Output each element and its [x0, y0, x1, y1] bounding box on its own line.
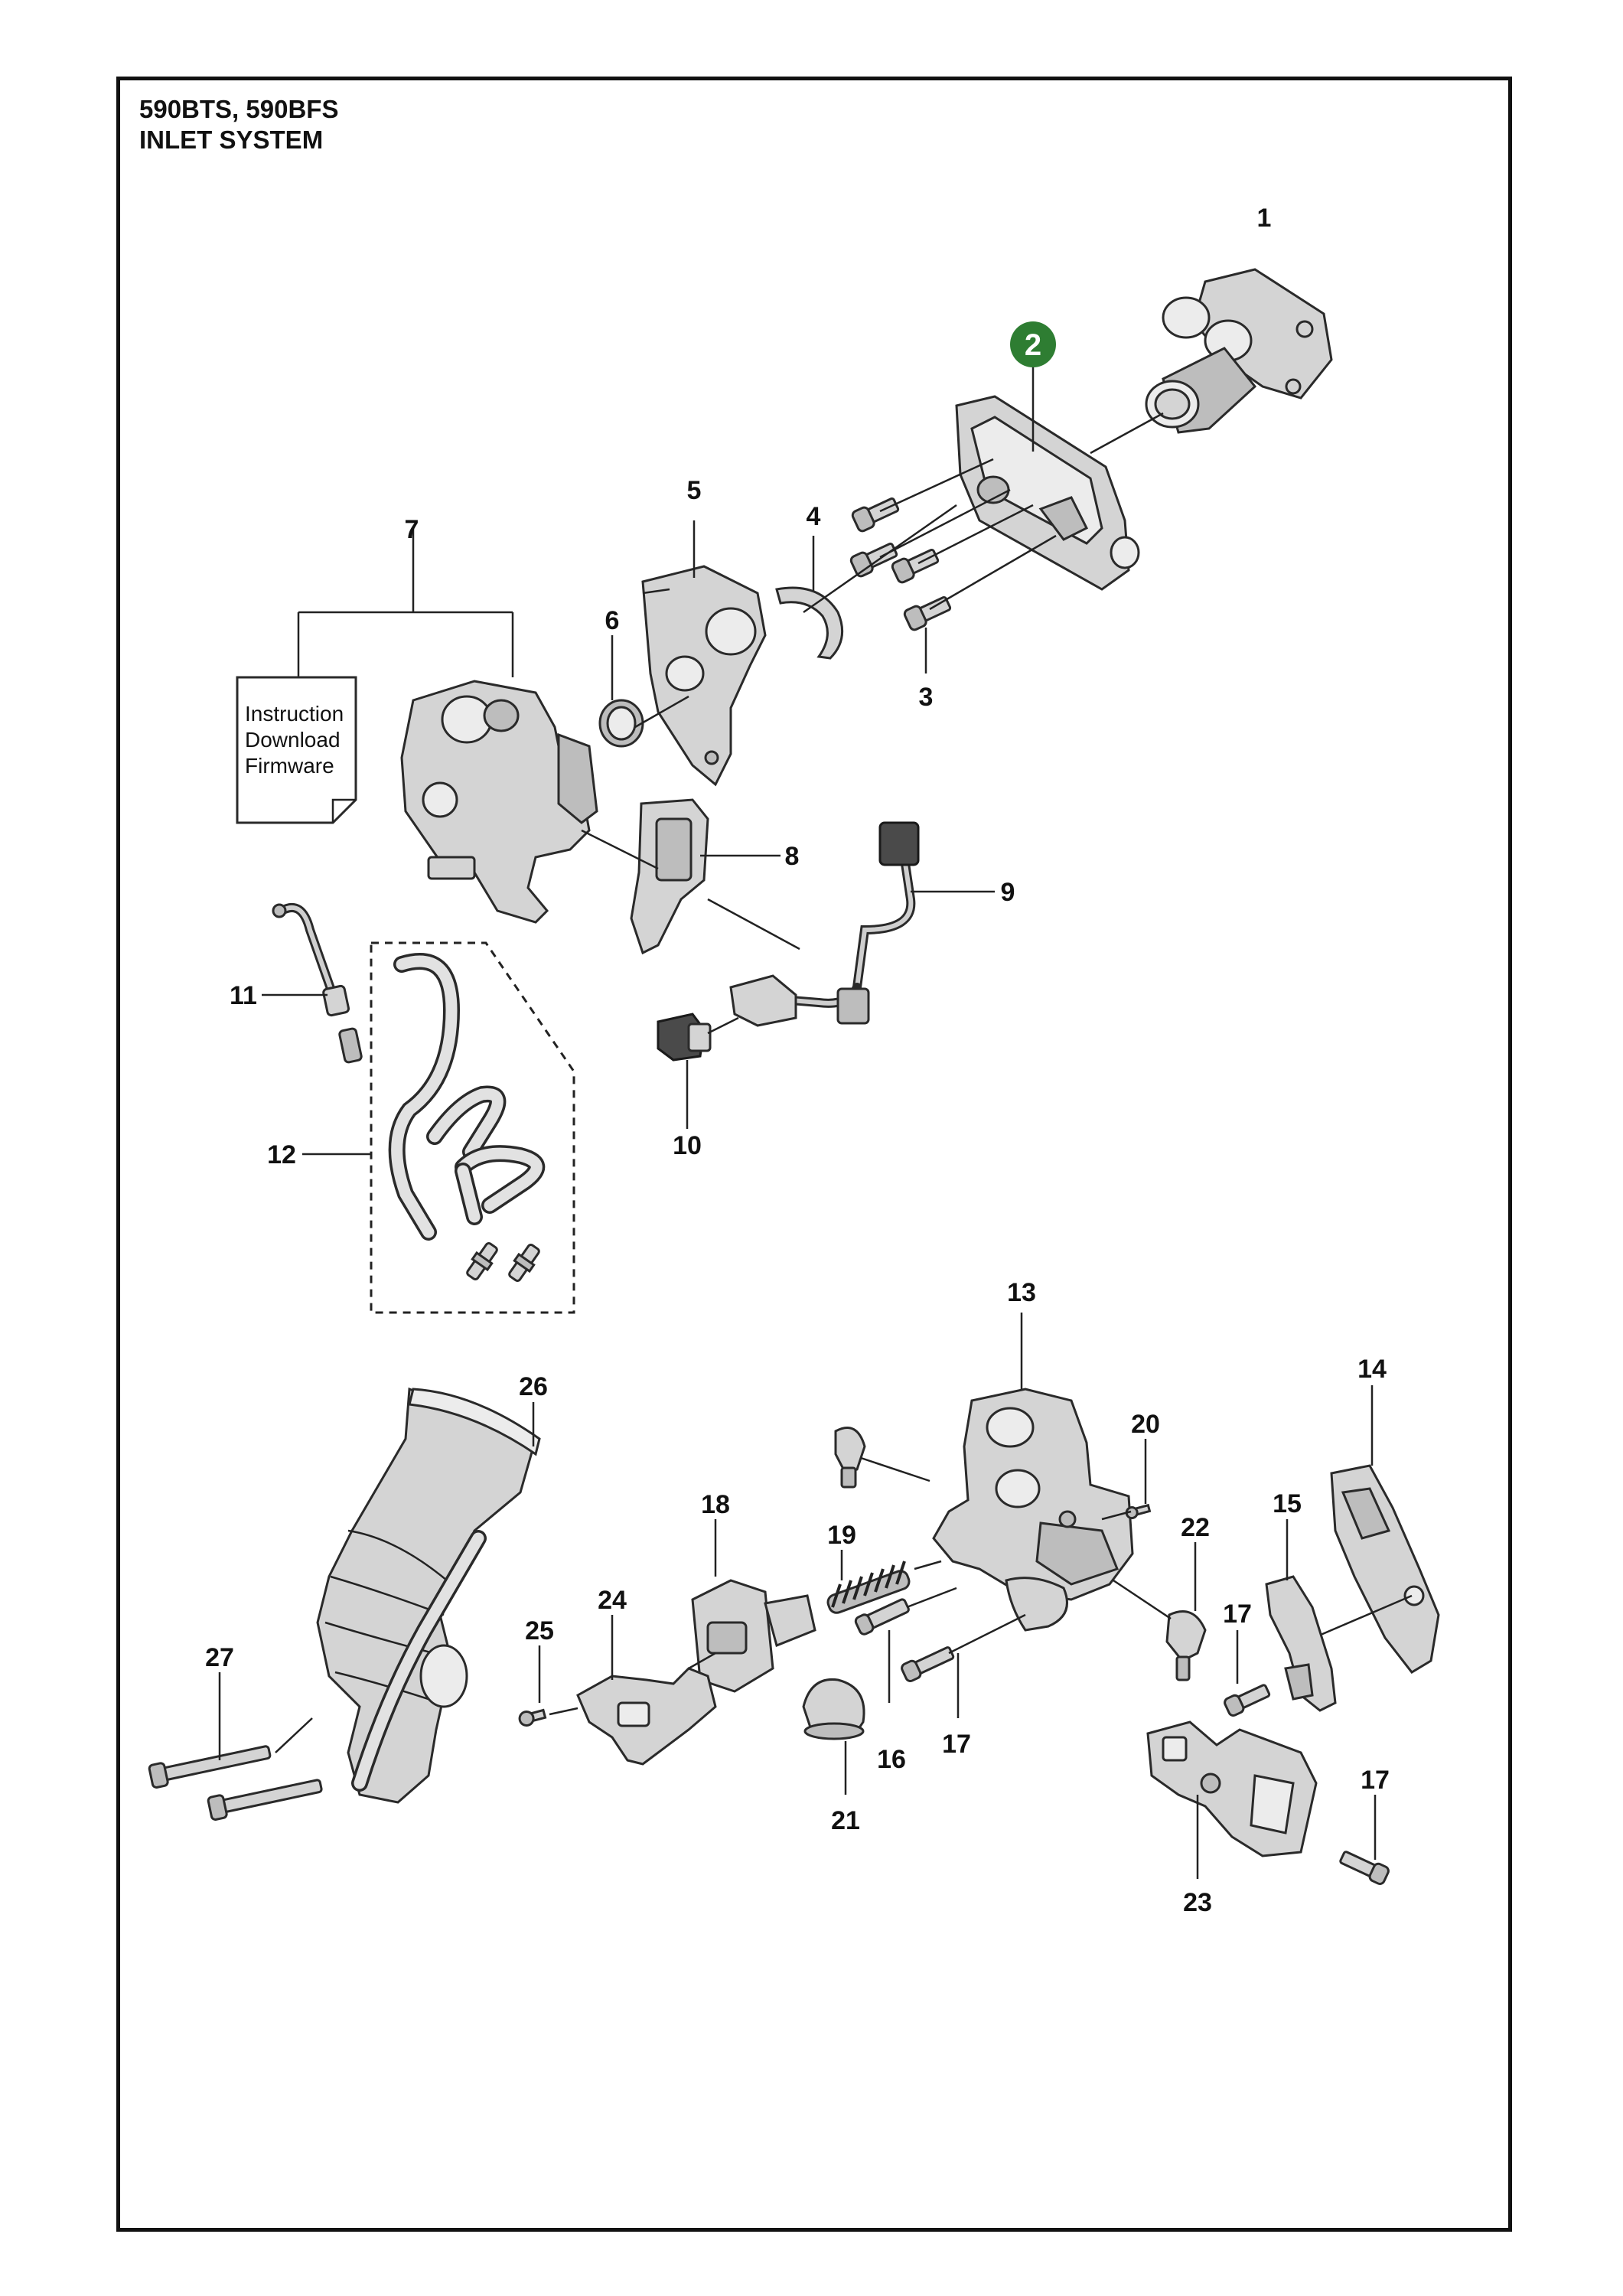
part-3-screws[interactable] [849, 494, 952, 631]
part-27-bolts[interactable] [148, 1740, 323, 1821]
model-title: 590BTS, 590BFS [139, 95, 339, 123]
part-12-hose-kit[interactable] [370, 941, 575, 1314]
callout-25: 25 [525, 1616, 554, 1645]
part-24-trigger-lever[interactable] [576, 1667, 717, 1766]
callout-2-highlighted[interactable]: 2 [1010, 321, 1056, 367]
callout-3: 3 [919, 683, 934, 712]
leader-line [1113, 1579, 1172, 1620]
callout-15: 15 [1273, 1489, 1302, 1518]
part-17-screw[interactable] [1224, 1681, 1272, 1717]
callout-18: 18 [701, 1490, 730, 1519]
callout-13: 13 [1007, 1278, 1036, 1307]
callout-14: 14 [1357, 1355, 1387, 1384]
leader-line [879, 458, 994, 513]
leader-line [1101, 1510, 1132, 1521]
leader-line [917, 504, 1034, 565]
callout-2: 2 [1025, 328, 1041, 362]
callout-17: 17 [942, 1730, 971, 1759]
callout-10: 10 [673, 1131, 702, 1160]
part-19-spring[interactable] [826, 1561, 911, 1615]
part-14-side-bracket[interactable] [1330, 1464, 1440, 1674]
part-1-intake-manifold[interactable] [1145, 268, 1333, 434]
leader-line [914, 1560, 942, 1570]
leader-line [581, 829, 659, 870]
part-18-throttle-trigger[interactable] [691, 1579, 816, 1693]
part-9-wiring-harness[interactable] [729, 821, 920, 1027]
callout-17: 17 [1361, 1766, 1390, 1795]
callout-12: 12 [267, 1140, 296, 1169]
callout-7: 7 [405, 515, 419, 544]
part-26-inlet-boot[interactable] [316, 1387, 541, 1804]
part-5-carburetor-bracket[interactable] [641, 565, 767, 787]
callout-11: 11 [230, 981, 257, 1010]
callout-19: 19 [827, 1521, 856, 1550]
leader-line [707, 898, 800, 951]
callout-1: 1 [1257, 204, 1272, 233]
leader-line [860, 1456, 930, 1482]
highlight-badge [1010, 321, 1056, 367]
note-line-firmware: Firmware [245, 754, 334, 778]
part-8-solenoid-bracket[interactable] [630, 798, 709, 955]
part-11-sensor[interactable] [272, 902, 363, 1064]
part-10-connector[interactable] [657, 1013, 712, 1062]
leader-line [1090, 412, 1164, 455]
leader-line [1304, 1594, 1413, 1643]
part-2-filter-base[interactable] [955, 395, 1140, 591]
callout-22: 22 [1181, 1513, 1210, 1542]
callout-23: 23 [1183, 1888, 1212, 1917]
part-23-bracket[interactable] [1146, 1720, 1318, 1857]
callout-5: 5 [687, 476, 702, 505]
part-22-clip[interactable] [1165, 1610, 1207, 1681]
leader-line [549, 1707, 578, 1716]
note-line-download: Download [245, 728, 341, 752]
callout-6: 6 [605, 606, 620, 635]
leader-line [634, 695, 689, 729]
leader-line [879, 488, 1011, 559]
leader-line [688, 1652, 716, 1670]
part-17-screw[interactable] [901, 1644, 956, 1683]
callout-26: 26 [519, 1372, 548, 1401]
leader-line [803, 504, 957, 614]
part-16-pin[interactable] [854, 1596, 911, 1636]
part-20-screw[interactable] [1125, 1503, 1152, 1520]
callout-9: 9 [1001, 878, 1015, 907]
part-plug[interactable] [834, 1427, 866, 1489]
leader-line [929, 534, 1057, 611]
part-6-o-ring[interactable] [598, 699, 644, 748]
part-4-clip[interactable] [775, 586, 844, 660]
firmware-instruction-note[interactable]: Instruction Download Firmware [236, 676, 357, 824]
section-title: INLET SYSTEM [139, 126, 324, 154]
callout-8: 8 [785, 842, 800, 871]
leader-line [948, 1613, 1026, 1655]
callout-27: 27 [205, 1643, 234, 1672]
part-25-screw[interactable] [518, 1707, 547, 1727]
leader-line [707, 1016, 739, 1035]
leader-line [642, 588, 670, 595]
part-15-switch-plate[interactable] [1265, 1575, 1337, 1712]
callout-16: 16 [877, 1745, 906, 1774]
leader-line [275, 1717, 313, 1753]
callout-17: 17 [1223, 1600, 1252, 1629]
part-13-throttle-housing[interactable] [932, 1388, 1134, 1632]
part-17-screw[interactable] [1338, 1848, 1390, 1886]
callout-4: 4 [807, 502, 821, 531]
callout-21: 21 [831, 1806, 860, 1835]
callout-20: 20 [1131, 1410, 1160, 1439]
leader-line [906, 1587, 957, 1609]
part-21-primer-bulb[interactable] [802, 1678, 865, 1740]
part-7-carburetor[interactable] [400, 680, 598, 924]
note-line-instruction: Instruction [245, 702, 344, 726]
callout-24: 24 [598, 1586, 627, 1615]
